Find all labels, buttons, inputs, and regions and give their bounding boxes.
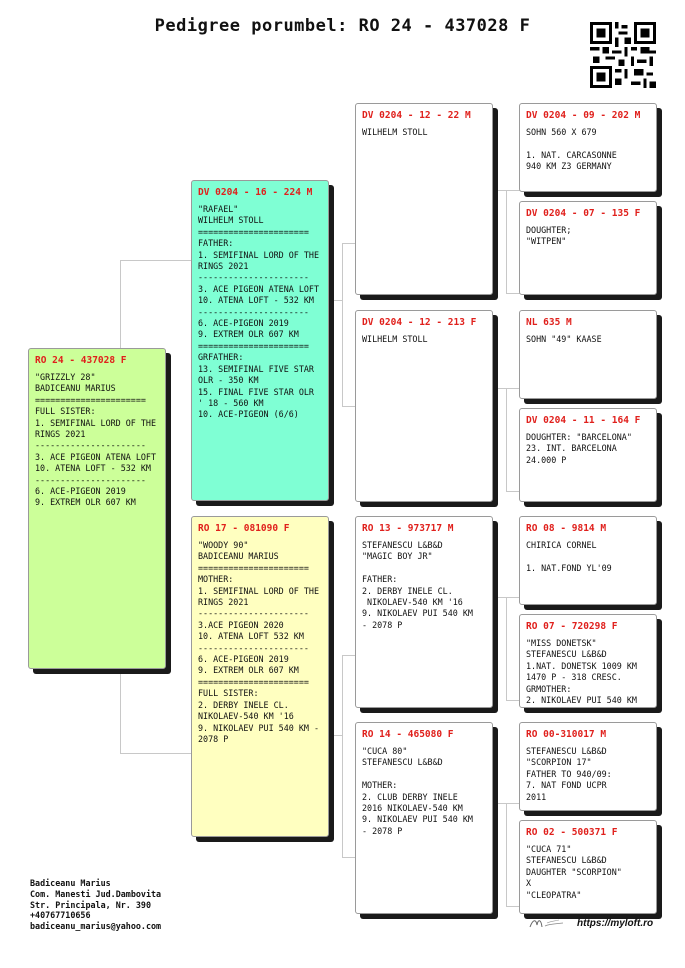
website-link[interactable]: https://myloft.ro [577, 918, 654, 929]
connector-line [506, 803, 507, 906]
qr-code-icon [590, 22, 656, 88]
connector-line [506, 388, 507, 491]
myloft-logo-icon [529, 919, 564, 928]
breeder-phone: +40767710656 [30, 910, 91, 921]
great-grandparent-card-4[interactable]: DV 0204 - 11 - 164 F DOUGHTER: "BARCELON… [519, 408, 657, 502]
connector-line [492, 388, 520, 389]
great-grandparent-details-3: SOHN "49" KAASE [526, 334, 602, 344]
great-grandparent-details-7: STEFANESCU L&B&D "SCORPION 17" FATHER TO… [526, 746, 612, 802]
granddam-paternal-details: WILHELM STOLL [362, 334, 428, 344]
great-grandparent-details-5: CHIRICA CORNEL 1. NAT.FOND YL'09 [526, 540, 612, 573]
connector-line [506, 597, 507, 700]
connector-line [342, 243, 343, 406]
grandsire-paternal-ring: DV 0204 - 12 - 22 M [362, 110, 471, 121]
connector-line [492, 597, 520, 598]
subject-details: "GRIZZLY 28" BADICEANU MARIUS ==========… [35, 372, 157, 508]
sire-ring: DV 0204 - 16 - 224 M [198, 187, 313, 198]
connector-line [120, 260, 121, 353]
great-grandparent-ring-4: DV 0204 - 11 - 164 F [526, 415, 641, 426]
great-grandparent-card-7[interactable]: RO 00-310017 M STEFANESCU L&B&D "SCORPIO… [519, 722, 657, 811]
breeder-address-line-2: Str. Principala, Nr. 390 [30, 899, 152, 910]
great-grandparent-card-2[interactable]: DV 0204 - 07 - 135 F DOUGHTER; "WITPEN" [519, 201, 657, 295]
great-grandparent-ring-5: RO 08 - 9814 M [526, 523, 607, 534]
dam-card[interactable]: RO 17 - 081090 F "WOODY 90" BADICEANU MA… [191, 516, 329, 837]
great-grandparent-ring-6: RO 07 - 720298 F [526, 621, 618, 632]
great-grandparent-card-1[interactable]: DV 0204 - 09 - 202 M SOHN 560 X 679 1. N… [519, 103, 657, 192]
great-grandparent-ring-1: DV 0204 - 09 - 202 M [526, 110, 641, 121]
page-title: Pedigree porumbel: RO 24 - 437028 F [154, 16, 531, 36]
connector-line [328, 300, 342, 301]
sire-card[interactable]: DV 0204 - 16 - 224 M "RAFAEL" WILHELM ST… [191, 180, 329, 501]
grandsire-paternal-details: WILHELM STOLL [362, 127, 428, 137]
great-grandparent-details-6: "MISS DONETSK" STEFANESCU L&B&D 1.NAT. D… [526, 638, 637, 706]
great-grandparent-card-6[interactable]: RO 07 - 720298 F "MISS DONETSK" STEFANES… [519, 614, 657, 708]
connector-line [342, 655, 356, 656]
connector-line [342, 406, 356, 407]
connector-line [506, 906, 520, 907]
connector-line [492, 190, 520, 191]
great-grandparent-details-1: SOHN 560 X 679 1. NAT. CARCASONNE 940 KM… [526, 127, 617, 172]
connector-line [506, 293, 520, 294]
great-grandparent-card-5[interactable]: RO 08 - 9814 M CHIRICA CORNEL 1. NAT.FON… [519, 516, 657, 605]
subject-card[interactable]: RO 24 - 437028 F "GRIZZLY 28" BADICEANU … [28, 348, 166, 669]
granddam-maternal-card[interactable]: RO 14 - 465080 F "CUCA 80" STEFANESCU L&… [355, 722, 493, 914]
dam-ring: RO 17 - 081090 F [198, 523, 290, 534]
grandsire-maternal-ring: RO 13 - 973717 M [362, 523, 454, 534]
great-grandparent-details-2: DOUGHTER; "WITPEN" [526, 225, 572, 247]
great-grandparent-ring-2: DV 0204 - 07 - 135 F [526, 208, 641, 219]
dam-details: "WOODY 90" BADICEANU MARIUS ============… [198, 540, 320, 744]
connector-line [342, 243, 356, 244]
connector-line [506, 190, 507, 293]
connector-line [506, 700, 520, 701]
connector-line [506, 491, 520, 492]
grandsire-maternal-card[interactable]: RO 13 - 973717 M STEFANESCU L&B&D "MAGIC… [355, 516, 493, 708]
connector-line [120, 667, 121, 753]
great-grandparent-details-4: DOUGHTER: "BARCELONA" 23. INT. BARCELONA… [526, 432, 632, 465]
grandsire-maternal-details: STEFANESCU L&B&D "MAGIC BOY JR" FATHER: … [362, 540, 473, 630]
connector-line [492, 803, 520, 804]
great-grandparent-ring-7: RO 00-310017 M [526, 729, 607, 740]
connector-line [328, 735, 342, 736]
connector-line [120, 753, 193, 754]
granddam-paternal-card[interactable]: DV 0204 - 12 - 213 F WILHELM STOLL [355, 310, 493, 502]
subject-ring: RO 24 - 437028 F [35, 355, 127, 366]
great-grandparent-ring-3: NL 635 M [526, 317, 572, 328]
grandsire-paternal-card[interactable]: DV 0204 - 12 - 22 M WILHELM STOLL [355, 103, 493, 295]
great-grandparent-details-8: "CUCA 71" STEFANESCU L&B&D DAUGHTER "SCO… [526, 844, 622, 900]
granddam-maternal-ring: RO 14 - 465080 F [362, 729, 454, 740]
great-grandparent-ring-8: RO 02 - 500371 F [526, 827, 618, 838]
connector-line [342, 857, 356, 858]
granddam-paternal-ring: DV 0204 - 12 - 213 F [362, 317, 477, 328]
connector-line [120, 260, 193, 261]
great-grandparent-card-3[interactable]: NL 635 M SOHN "49" KAASE [519, 310, 657, 399]
sire-details: "RAFAEL" WILHELM STOLL =================… [198, 204, 320, 420]
connector-line [342, 655, 343, 857]
great-grandparent-card-8[interactable]: RO 02 - 500371 F "CUCA 71" STEFANESCU L&… [519, 820, 657, 914]
breeder-name: Badiceanu Marius [30, 878, 111, 888]
breeder-email[interactable]: badiceanu_marius@yahoo.com [30, 921, 162, 932]
granddam-maternal-details: "CUCA 80" STEFANESCU L&B&D MOTHER: 2. CL… [362, 746, 473, 836]
breeder-address-line-1: Com. Manesti Jud.Dambovita [30, 888, 162, 899]
breeder-contact: Badiceanu Marius Com. Manesti Jud.Dambov… [30, 878, 161, 932]
